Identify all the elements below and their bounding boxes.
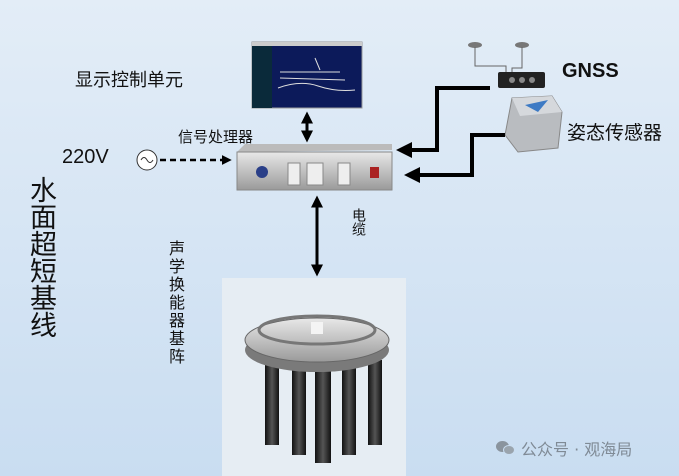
- gnss-label: GNSS: [562, 60, 619, 82]
- attitude-arrow: [404, 133, 505, 183]
- watermark-text: 公众号 · 观海局: [521, 440, 633, 459]
- attitude-sensor: [504, 95, 563, 153]
- cable-label: 电缆: [350, 208, 366, 236]
- transducer-label: 声学换能器基阵: [166, 240, 185, 366]
- attitude-sensor-label: 姿态传感器: [567, 122, 663, 144]
- display-unit-label: 显示控制单元: [75, 70, 183, 91]
- processor-box: [236, 144, 393, 191]
- transducer-array-image: [222, 278, 406, 476]
- processor-label: 信号处理器: [178, 128, 254, 146]
- voltage-label: 220V: [62, 146, 109, 168]
- gnss-receiver: [468, 42, 545, 88]
- gnss-arrow: [396, 86, 490, 158]
- system-title: 水面超短基线: [25, 176, 56, 338]
- monitor-image: [251, 41, 363, 109]
- watermark: 公众号 · 观海局: [496, 436, 632, 460]
- wechat-icon: [496, 440, 516, 456]
